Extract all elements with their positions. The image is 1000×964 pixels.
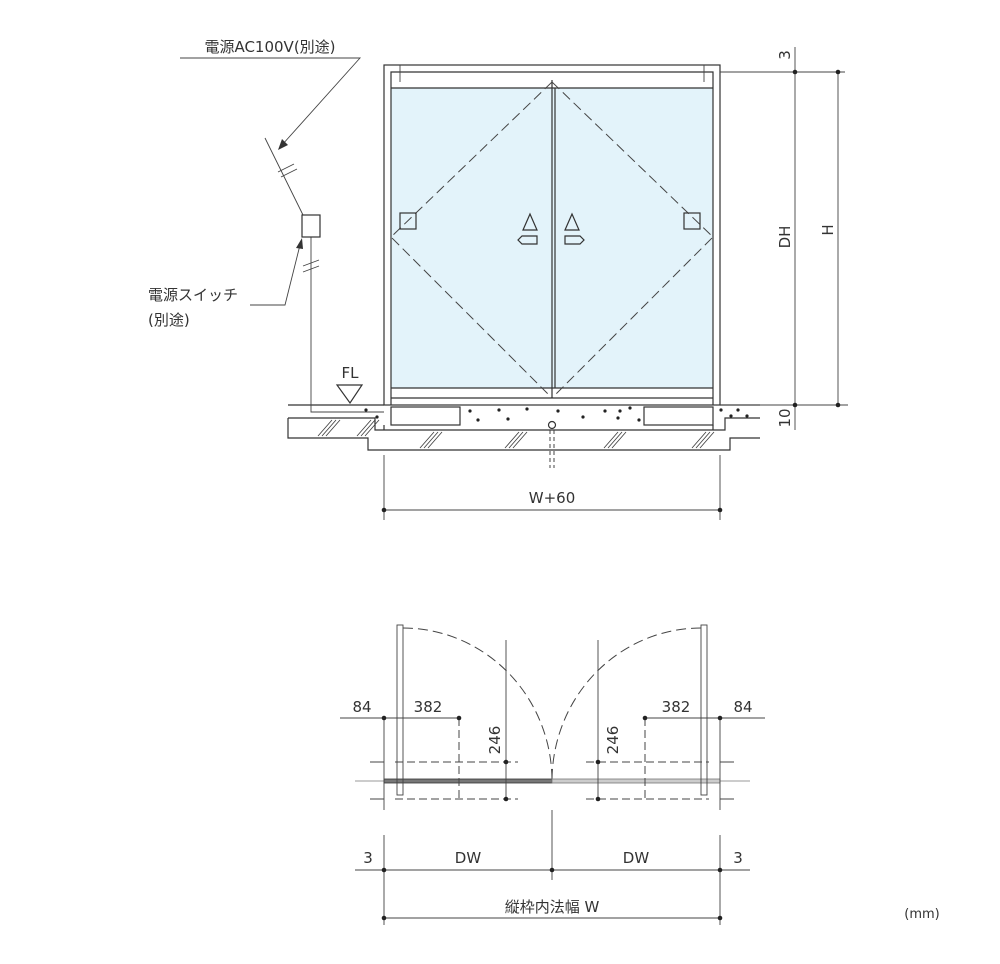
power-label: 電源AC100V(別途) <box>204 38 335 56</box>
sensor-left-icon <box>517 212 538 245</box>
dim-dw-left: DW <box>455 849 482 867</box>
dim-left-84: 84 <box>352 698 371 716</box>
unit-label: (mm) <box>904 907 939 922</box>
door-frame <box>383 64 721 406</box>
plan-view: 84 382 246 382 84 246 3 DW DW 3 縦枠内法幅 W <box>340 624 765 925</box>
switch-label: 電源スイッチ <box>148 286 238 304</box>
dim-dw-right: DW <box>623 849 650 867</box>
glass-right <box>552 88 713 388</box>
drain-icon <box>547 420 557 430</box>
dim-left-246: 246 <box>486 726 504 755</box>
glass-left <box>391 88 552 388</box>
floor-level-label: FL <box>342 364 360 382</box>
dim-left-382: 382 <box>414 698 443 716</box>
dim-3-right: 3 <box>733 849 743 867</box>
door-panel-right <box>551 778 721 784</box>
dim-bottom: 10 <box>776 408 794 427</box>
arrow-icon <box>278 139 288 150</box>
opening-diagonals <box>390 81 714 399</box>
dim-h: H <box>819 224 837 235</box>
concrete-dots <box>364 406 749 422</box>
dim-dh: DH <box>776 226 794 249</box>
dim-top: 3 <box>776 50 794 60</box>
power-switch-box <box>301 214 321 238</box>
floor-recess-left <box>390 406 461 426</box>
jamb-left <box>396 624 404 796</box>
sensor-right-icon <box>564 212 585 245</box>
dim-right-246: 246 <box>604 726 622 755</box>
jamb-right <box>700 624 708 796</box>
dim-right-84: 84 <box>733 698 752 716</box>
dim-width: W+60 <box>529 489 576 507</box>
floor-level-icon <box>335 384 364 405</box>
handle-left-icon <box>399 212 417 230</box>
door-panel-left <box>383 778 553 784</box>
dim-right-382: 382 <box>662 698 691 716</box>
dim-overall-width: 縦枠内法幅 W <box>505 898 600 916</box>
switch-label-sub: (別途) <box>148 311 190 329</box>
elevation-view: FL 3 DH H 10 W+60 電源AC100V(別途) 電源スイッチ (別… <box>148 38 848 520</box>
floor-recess-right <box>643 406 714 426</box>
handle-right-icon <box>683 212 701 230</box>
dim-3-left: 3 <box>363 849 373 867</box>
